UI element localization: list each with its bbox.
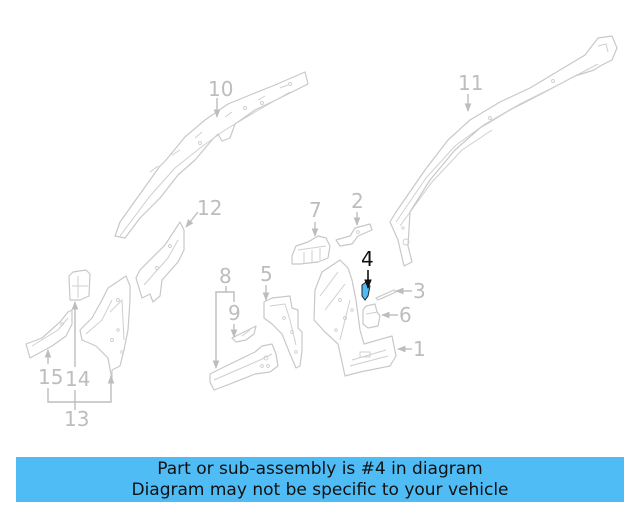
part-2-plate[interactable]	[335, 223, 373, 247]
part-15-bracket[interactable]	[25, 309, 73, 359]
callout-7: 7	[309, 198, 322, 237]
part-1-center-pillar[interactable]	[313, 259, 397, 377]
parts-diagram: 10 11 12 7 2	[25, 35, 618, 431]
svg-text:15: 15	[38, 365, 63, 389]
part-10-roof-rail[interactable]	[114, 71, 309, 239]
part-13-front-pillar[interactable]	[79, 275, 131, 381]
part-12-pillar-reinforcement[interactable]	[135, 221, 185, 303]
svg-text:8: 8	[219, 264, 232, 288]
callout-8: 8	[212, 264, 235, 369]
svg-text:2: 2	[351, 189, 364, 213]
part-3-strip[interactable]	[375, 289, 397, 301]
svg-text:13: 13	[64, 407, 89, 431]
callout-5: 5	[260, 262, 273, 301]
banner-line-part: Part or sub-assembly is #4 in diagram	[157, 459, 483, 479]
callout-11: 11	[458, 71, 483, 112]
part-11-roof-rail[interactable]	[389, 35, 618, 267]
part-9-bracket[interactable]	[231, 325, 257, 343]
callout-4: 4	[361, 247, 374, 289]
svg-text:12: 12	[197, 196, 222, 220]
part-8-sill[interactable]	[209, 343, 279, 391]
svg-text:4: 4	[361, 247, 374, 271]
part-6-block[interactable]	[362, 303, 381, 329]
callout-10: 10	[208, 77, 233, 118]
part-14-bracket[interactable]	[68, 269, 91, 301]
svg-text:11: 11	[458, 71, 483, 95]
svg-text:1: 1	[413, 337, 426, 361]
banner-line-disclaimer: Diagram may not be specific to your vehi…	[131, 480, 509, 500]
part-5-reinforcement[interactable]	[263, 295, 303, 369]
callout-2: 2	[351, 189, 364, 226]
info-banner: Part or sub-assembly is #4 in diagram Di…	[16, 457, 624, 502]
svg-text:5: 5	[260, 262, 273, 286]
callout-13-14-15: 15 14 13	[38, 301, 115, 431]
svg-text:7: 7	[309, 198, 322, 222]
svg-text:6: 6	[399, 303, 412, 327]
svg-text:10: 10	[208, 77, 233, 101]
callout-12: 12	[185, 196, 222, 228]
callout-1: 1	[397, 337, 426, 361]
svg-text:3: 3	[413, 279, 426, 303]
callout-9: 9	[228, 301, 241, 338]
callout-3: 3	[395, 279, 426, 303]
svg-text:14: 14	[65, 367, 90, 391]
svg-text:9: 9	[228, 301, 241, 325]
part-7-bracket[interactable]	[291, 235, 331, 265]
callout-6: 6	[381, 303, 412, 327]
